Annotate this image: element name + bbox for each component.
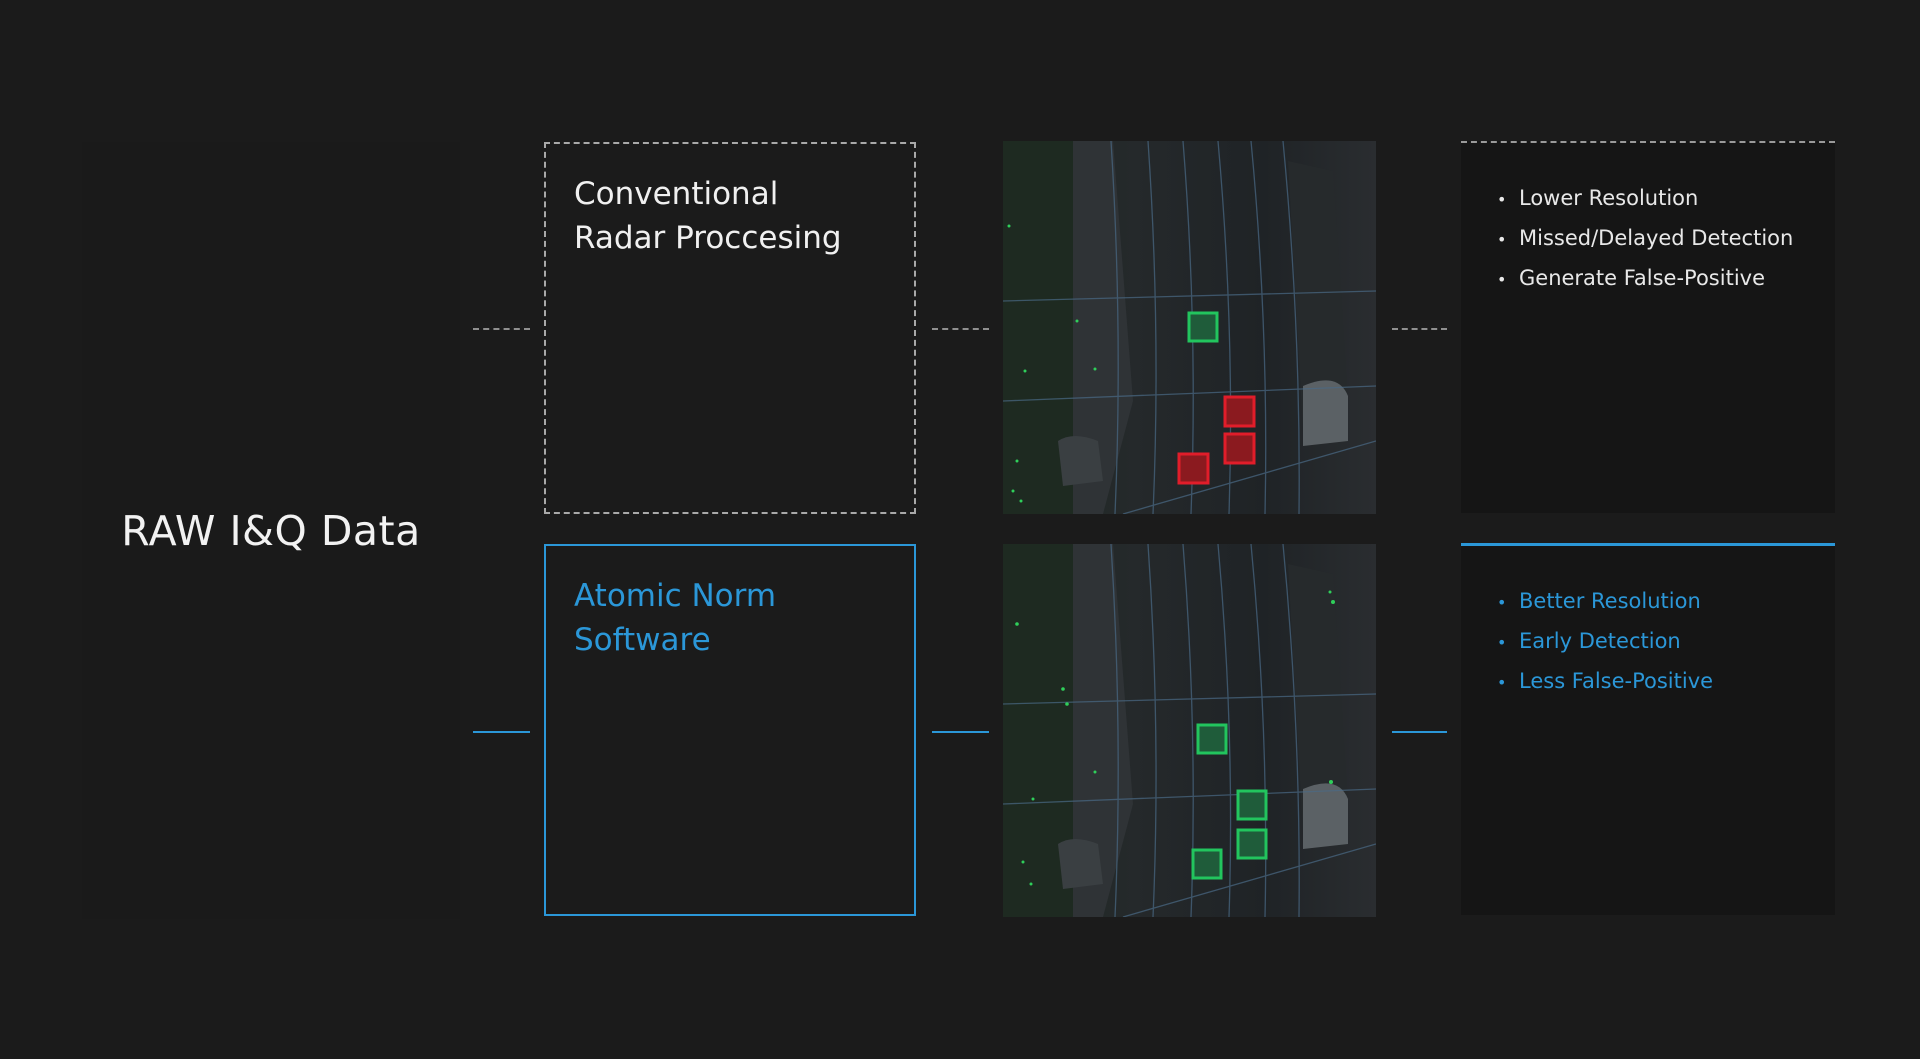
list-item: •Lower Resolution bbox=[1497, 179, 1835, 219]
connector-input-atomic bbox=[473, 731, 530, 733]
connector-conventional-image bbox=[932, 328, 989, 330]
connector-image-conventional-outcome bbox=[1392, 328, 1447, 330]
atomic-radar-image bbox=[1003, 544, 1376, 917]
bullet-icon: • bbox=[1497, 633, 1507, 652]
conventional-radar-image bbox=[1003, 141, 1376, 514]
raw-iq-data-title: RAW I&Q Data bbox=[121, 506, 421, 555]
atomic-label-line1: Atomic Norm bbox=[574, 578, 777, 614]
list-item: •Better Resolution bbox=[1497, 582, 1835, 622]
detection-box-correct-icon bbox=[1187, 311, 1219, 343]
detection-box-false-icon bbox=[1177, 395, 1256, 485]
conventional-label-line1: Conventional bbox=[574, 176, 779, 212]
bullet-icon: • bbox=[1497, 593, 1507, 612]
bullet-icon: • bbox=[1497, 270, 1507, 289]
list-item: •Generate False-Positive bbox=[1497, 259, 1835, 299]
atomic-norm-box: Atomic Norm Software bbox=[544, 544, 916, 916]
bullet-icon: • bbox=[1497, 190, 1507, 209]
conventional-processing-box: Conventional Radar Proccesing bbox=[544, 142, 916, 514]
atomic-outcomes-panel: •Better Resolution •Early Detection •Les… bbox=[1461, 543, 1835, 915]
connector-image-atomic-outcome bbox=[1392, 731, 1447, 733]
atomic-label-line2: Software bbox=[574, 622, 711, 658]
list-item: •Early Detection bbox=[1497, 622, 1835, 662]
conventional-outcomes-panel: •Lower Resolution •Missed/Delayed Detect… bbox=[1461, 141, 1835, 513]
raw-iq-data-panel: RAW I&Q Data bbox=[82, 142, 460, 919]
detection-box-correct-icon bbox=[1191, 723, 1268, 880]
conventional-outcomes-list: •Lower Resolution •Missed/Delayed Detect… bbox=[1497, 179, 1835, 299]
conventional-label-line2: Radar Proccesing bbox=[574, 220, 842, 256]
list-item: •Missed/Delayed Detection bbox=[1497, 219, 1835, 259]
atomic-outcomes-list: •Better Resolution •Early Detection •Les… bbox=[1497, 582, 1835, 702]
connector-input-conventional bbox=[473, 328, 530, 330]
connector-atomic-image bbox=[932, 731, 989, 733]
bullet-icon: • bbox=[1497, 230, 1507, 249]
bullet-icon: • bbox=[1497, 673, 1507, 692]
list-item: •Less False-Positive bbox=[1497, 662, 1835, 702]
